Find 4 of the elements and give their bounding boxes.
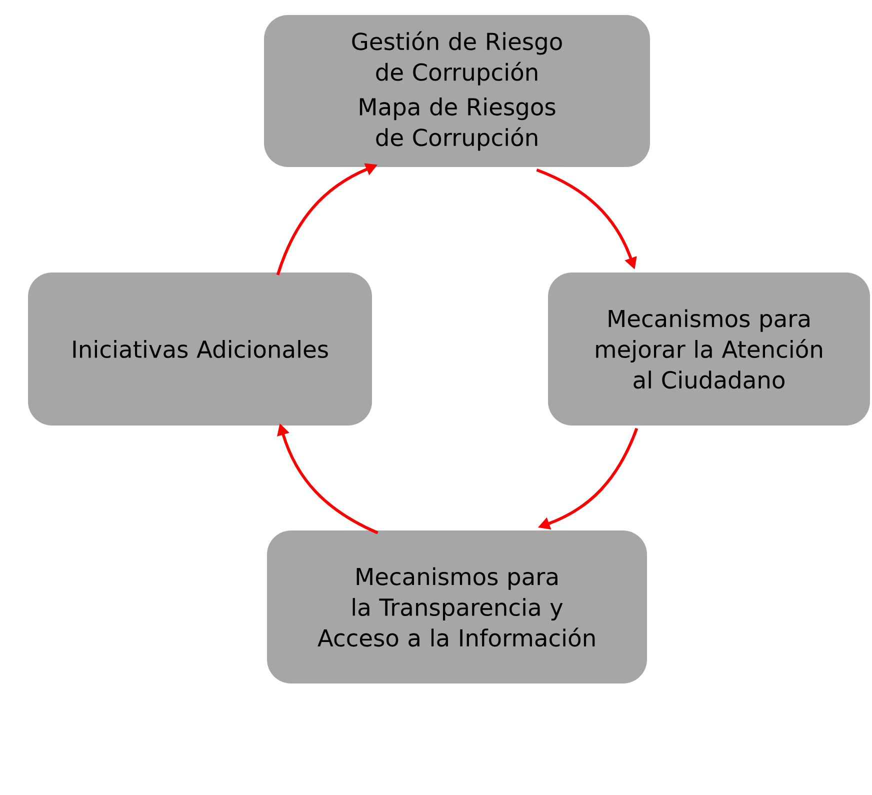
process-box: Iniciativas Adicionales: [28, 272, 372, 426]
process-box: Mecanismos para la Transparencia y Acceso a la Información: [267, 530, 647, 684]
process-box: Gestión de Riesgo de Corrupción Mapa de Riesgos de Corrupción: [264, 15, 650, 167]
process-box: Mecanismos para mejorar la Atención al Ciudadano: [548, 272, 870, 426]
